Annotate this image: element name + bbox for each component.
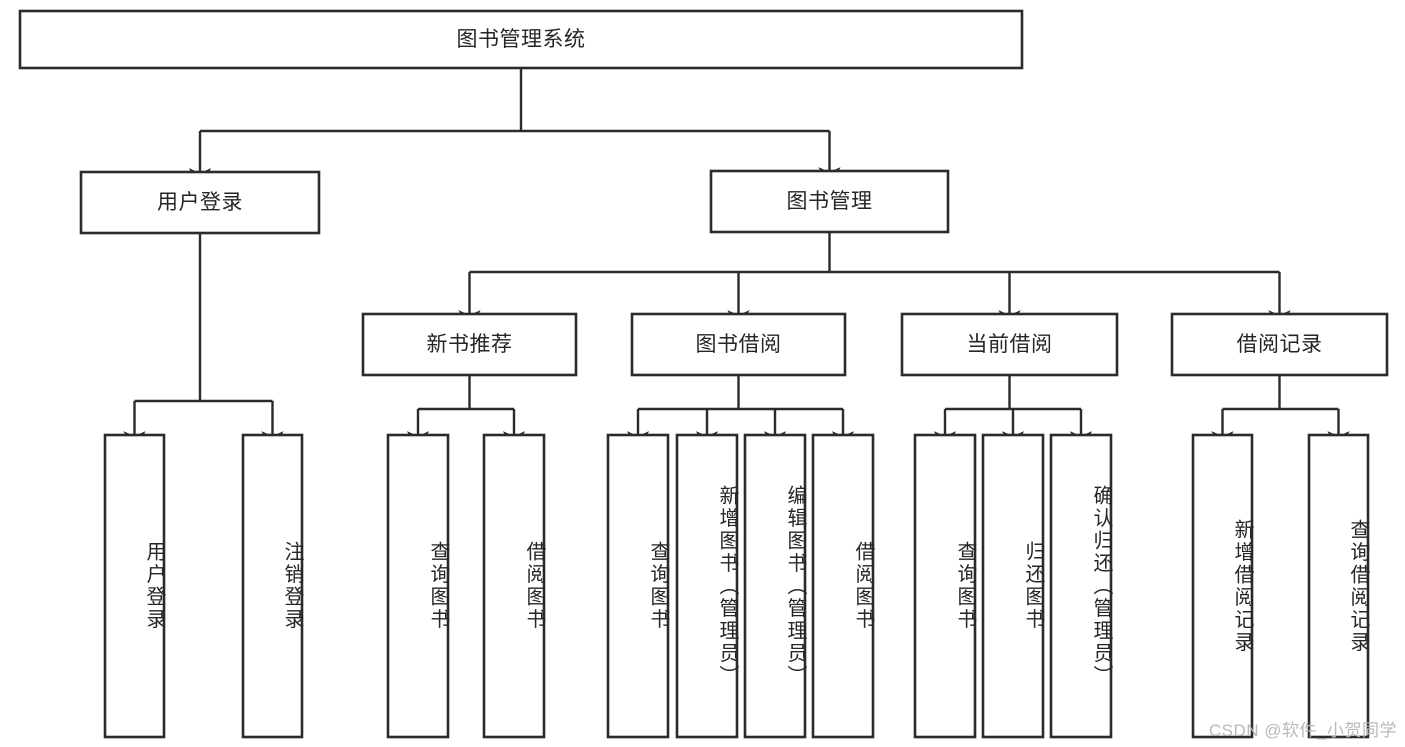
node-box-user-login[interactable] bbox=[79, 170, 321, 235]
node-box-leaf-user-login[interactable] bbox=[103, 433, 166, 739]
node-box-leaf-add-record[interactable] bbox=[1191, 433, 1254, 739]
node-label-user-login: 用户登录 bbox=[157, 191, 243, 214]
node-box-leaf-query-book-cur[interactable] bbox=[913, 433, 977, 739]
node-box-leaf-return-book[interactable] bbox=[981, 433, 1045, 739]
node-label-new-book-recommend: 新书推荐 bbox=[427, 333, 513, 356]
node-box-leaf-user-logout[interactable] bbox=[241, 433, 304, 739]
node-box-leaf-edit-book[interactable] bbox=[743, 433, 807, 739]
node-box-leaf-borrow-book-new[interactable] bbox=[482, 433, 546, 739]
node-label-book-borrow: 图书借阅 bbox=[696, 333, 782, 356]
node-box-borrow-record[interactable] bbox=[1170, 312, 1389, 377]
node-box-leaf-query-book[interactable] bbox=[606, 433, 670, 739]
node-label-current-borrow: 当前借阅 bbox=[967, 333, 1053, 356]
connector-lines bbox=[123, 68, 1350, 454]
node-box-leaf-confirm-return[interactable] bbox=[1049, 433, 1113, 739]
node-box-leaf-add-book[interactable] bbox=[675, 433, 739, 739]
node-box-book-borrow[interactable] bbox=[630, 312, 847, 377]
node-label-borrow-record: 借阅记录 bbox=[1237, 333, 1323, 356]
node-box-root[interactable] bbox=[18, 9, 1024, 70]
node-box-current-borrow[interactable] bbox=[900, 312, 1119, 377]
node-label-root: 图书管理系统 bbox=[457, 28, 586, 51]
node-box-new-book-recommend[interactable] bbox=[361, 312, 578, 377]
node-box-leaf-query-book-new[interactable] bbox=[386, 433, 450, 739]
watermark-text: CSDN @软件_小贺同学 bbox=[1208, 721, 1397, 740]
node-box-leaf-query-record[interactable] bbox=[1307, 433, 1370, 739]
node-label-book-manage: 图书管理 bbox=[787, 190, 873, 213]
node-boxes bbox=[18, 9, 1389, 739]
node-box-book-manage[interactable] bbox=[709, 169, 950, 234]
node-box-leaf-borrow-book[interactable] bbox=[811, 433, 875, 739]
